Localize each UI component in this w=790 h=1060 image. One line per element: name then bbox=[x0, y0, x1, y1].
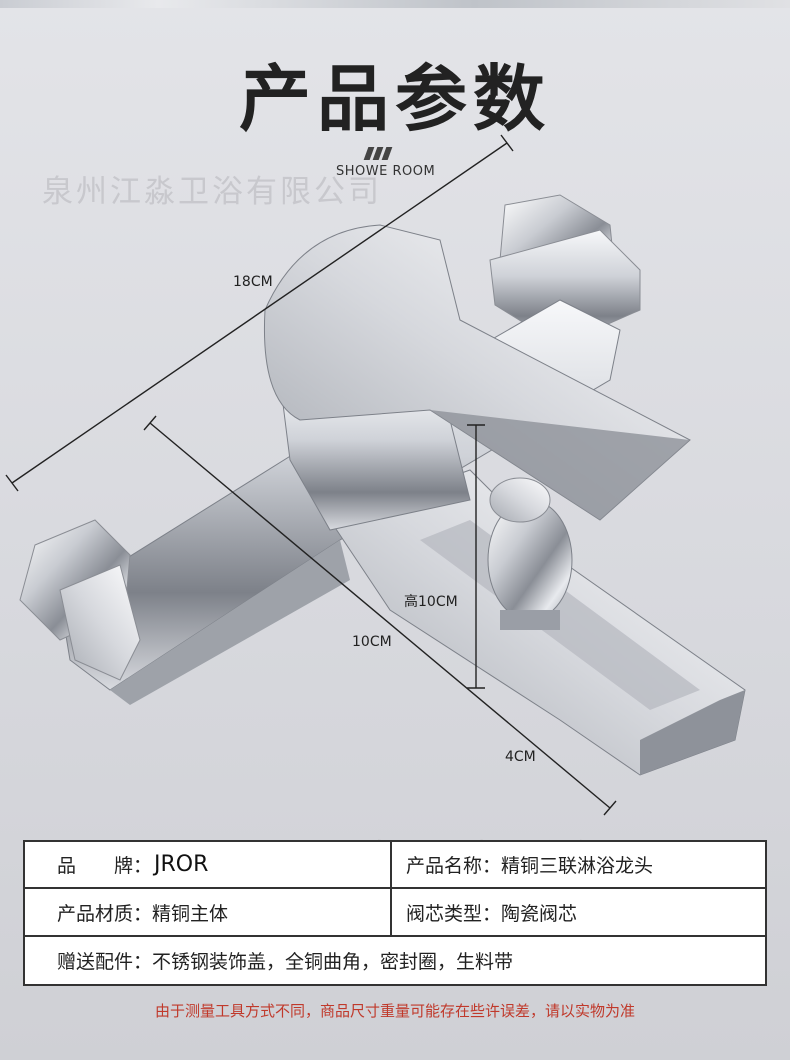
material-value: 精铜主体 bbox=[152, 902, 229, 925]
brand-label: 品 牌： bbox=[57, 855, 153, 877]
valve-core-cell: 阀芯类型： 陶瓷阀芯 bbox=[390, 889, 760, 935]
valve-core-value: 陶瓷阀芯 bbox=[501, 902, 578, 925]
measurement-disclaimer: 由于测量工具方式不同，商品尺寸重量可能存在些许误差，请以实物为准 bbox=[154, 1002, 635, 1020]
outlet-label: 4CM bbox=[505, 749, 536, 765]
left-connector bbox=[19, 519, 141, 681]
spec-table: 品 牌： JROR 产品名称： 精铜三联淋浴龙头 产品材质： 精铜主体 阀芯类型… bbox=[23, 840, 767, 986]
diverter-knob bbox=[487, 477, 573, 630]
material-cell: 产品材质： 精铜主体 bbox=[57, 889, 377, 935]
spec-row: 品 牌： JROR 产品名称： 精铜三联淋浴龙头 bbox=[25, 842, 765, 889]
watermark-top: 泉州江淼卫浴有限公司 bbox=[42, 174, 382, 210]
height-label: 高10CM bbox=[404, 594, 458, 610]
length-label: 18CM bbox=[233, 274, 273, 290]
product-name-value: 精铜三联淋浴龙头 bbox=[501, 855, 654, 877]
brand-value: JROR bbox=[154, 852, 209, 877]
valve-core-label: 阀芯类型： bbox=[406, 902, 502, 925]
brand-cell: 品 牌： JROR bbox=[57, 842, 377, 887]
page-subtitle: SHOWE ROOM bbox=[336, 164, 436, 179]
dimension-lines bbox=[5, 134, 617, 816]
faucet-handle bbox=[263, 224, 691, 531]
accessories-value: 不锈钢装饰盖，全铜曲角，密封圈，生料带 bbox=[152, 951, 514, 973]
accessories-label: 赠送配件： bbox=[57, 951, 153, 973]
accessories-cell: 赠送配件： 不锈钢装饰盖，全铜曲角，密封圈，生料带 bbox=[57, 937, 757, 984]
faucet-illustration bbox=[5, 134, 746, 816]
spout-length-label: 10CM bbox=[352, 634, 392, 650]
spec-row: 产品材质： 精铜主体 阀芯类型： 陶瓷阀芯 bbox=[25, 889, 765, 937]
spec-row: 赠送配件： 不锈钢装饰盖，全铜曲角，密封圈，生料带 bbox=[25, 937, 765, 984]
material-label: 产品材质： bbox=[57, 902, 153, 925]
product-name-label: 产品名称： bbox=[406, 855, 502, 877]
top-decor-strip bbox=[0, 0, 790, 8]
product-name-cell: 产品名称： 精铜三联淋浴龙头 bbox=[390, 842, 760, 887]
page-title: 产品参数 bbox=[238, 57, 551, 141]
right-connector bbox=[489, 194, 641, 346]
